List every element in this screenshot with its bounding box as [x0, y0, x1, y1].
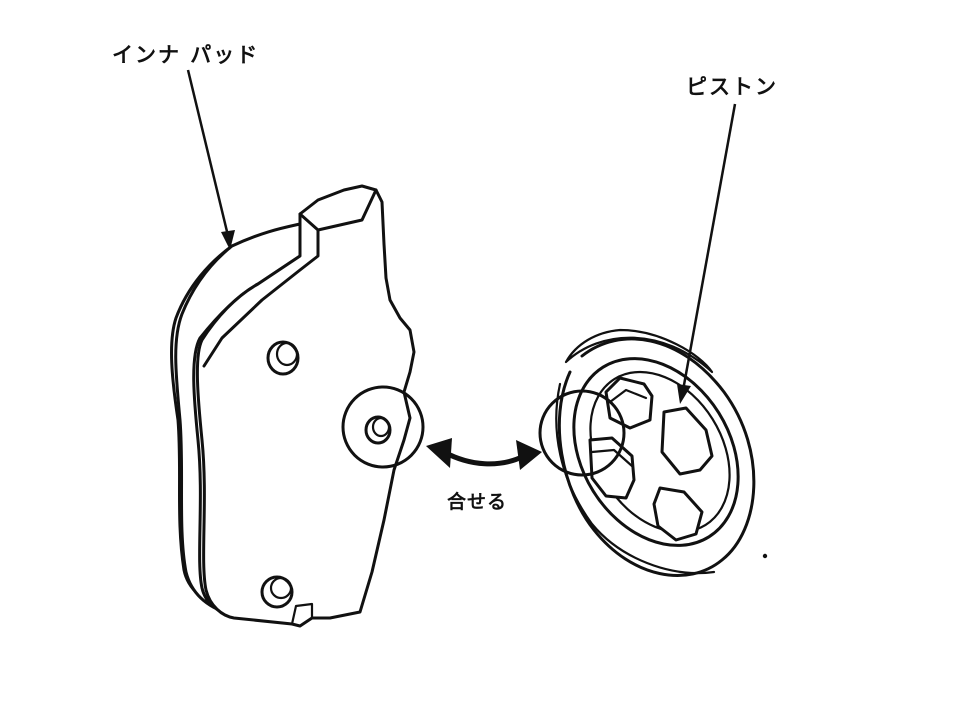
- piston-focus-circle: [538, 389, 626, 477]
- piston-dot: [762, 553, 768, 559]
- piston-leader: [680, 103, 737, 397]
- center-pin: [364, 415, 392, 445]
- pad-bottom-notch: [290, 602, 314, 626]
- piston-ring-2: [564, 328, 714, 374]
- piston-lug-left-top: [590, 448, 634, 468]
- inner-pad-label: インナ パッド: [112, 43, 259, 67]
- piston-ring-3: [555, 382, 716, 575]
- leader-lines: [186, 69, 737, 404]
- align-arrow-shaft: [441, 449, 527, 467]
- inner-pad-leader: [186, 69, 232, 245]
- lower-pin: [260, 575, 294, 609]
- pad-top-tab-edge: [202, 228, 320, 368]
- piston-lug-left: [588, 436, 636, 500]
- piston-lug-right: [660, 406, 714, 476]
- piston-drawing: [538, 328, 768, 577]
- pad-focus-circle: [341, 385, 425, 469]
- pad-top-tab: [298, 188, 378, 232]
- piston-leader-head: [677, 384, 691, 404]
- inner-pad-leader-head: [221, 230, 235, 250]
- piston-label: ピストン: [686, 75, 778, 99]
- align-arrow: [426, 438, 542, 470]
- piston-lug-bottom: [652, 486, 704, 542]
- align-arrow-head-right: [516, 440, 542, 470]
- piston-face: [572, 357, 740, 547]
- piston-lug-top: [604, 376, 654, 430]
- piston-lug-top-face: [608, 388, 648, 404]
- align-arrow-head-left: [426, 438, 452, 468]
- pad-front-face: [195, 184, 416, 628]
- upper-pin: [266, 340, 300, 376]
- inner-pad-drawing: [170, 184, 425, 628]
- align-label: 合せる: [447, 490, 507, 513]
